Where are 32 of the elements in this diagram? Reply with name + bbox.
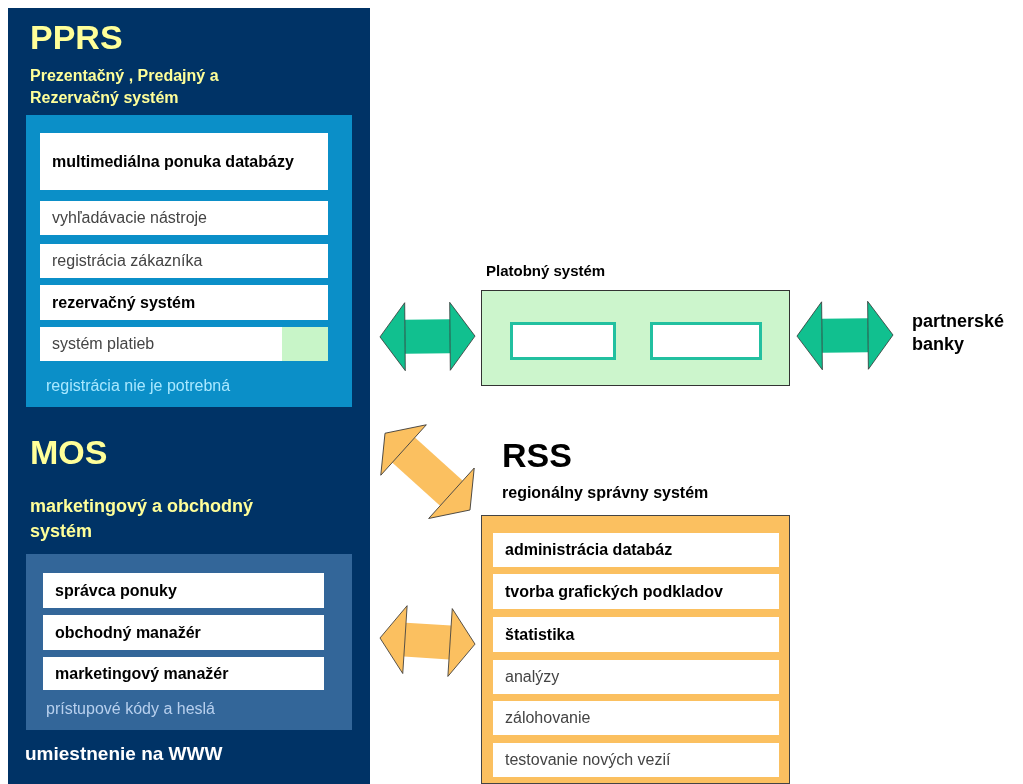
function-item: marketingový manažér — [43, 657, 324, 690]
footer-note: registrácia nie je potrebná — [46, 376, 232, 396]
system-heading: PPRS — [30, 20, 124, 54]
system-subtitle: regionálny správny systém — [502, 483, 710, 503]
system-subtitle: marketingový a obchodný systém — [30, 495, 255, 544]
double-arrow — [379, 301, 476, 372]
double-arrow — [796, 300, 894, 371]
system-panel — [8, 8, 370, 784]
bank-label: partnerské banky — [912, 310, 1022, 360]
function-item: tvorba grafických podkladov — [493, 574, 779, 609]
function-item: administrácia databáz — [493, 533, 779, 567]
payment-method-box — [510, 322, 616, 360]
function-item: systém platieb — [40, 327, 328, 361]
system-subtitle: Prezentačný , Predajný a Rezervačný systém — [30, 66, 220, 109]
double-arrow — [379, 605, 476, 677]
function-item: vyhľadávacie nástroje — [40, 201, 328, 235]
function-item: multimediálna ponuka databázy — [40, 133, 328, 190]
function-item: testovanie nových vezií — [493, 743, 779, 777]
double-arrow — [380, 424, 475, 519]
function-item: obchodný manažér — [43, 615, 324, 650]
function-item: správca ponuky — [43, 573, 324, 608]
function-item: zálohovanie — [493, 701, 779, 735]
placement-note: umiestnenie na WWW — [25, 742, 223, 766]
footer-note: prístupové kódy a heslá — [46, 699, 216, 719]
function-item: registrácia zákazníka — [40, 244, 328, 278]
box-heading: Platobný systém — [486, 261, 607, 281]
function-item: rezervačný systém — [40, 285, 328, 320]
system-heading: MOS — [30, 435, 109, 469]
function-item: analýzy — [493, 660, 779, 694]
function-item: štatistika — [493, 617, 779, 652]
payment-method-box — [650, 322, 762, 360]
system-heading: RSS — [502, 438, 573, 472]
